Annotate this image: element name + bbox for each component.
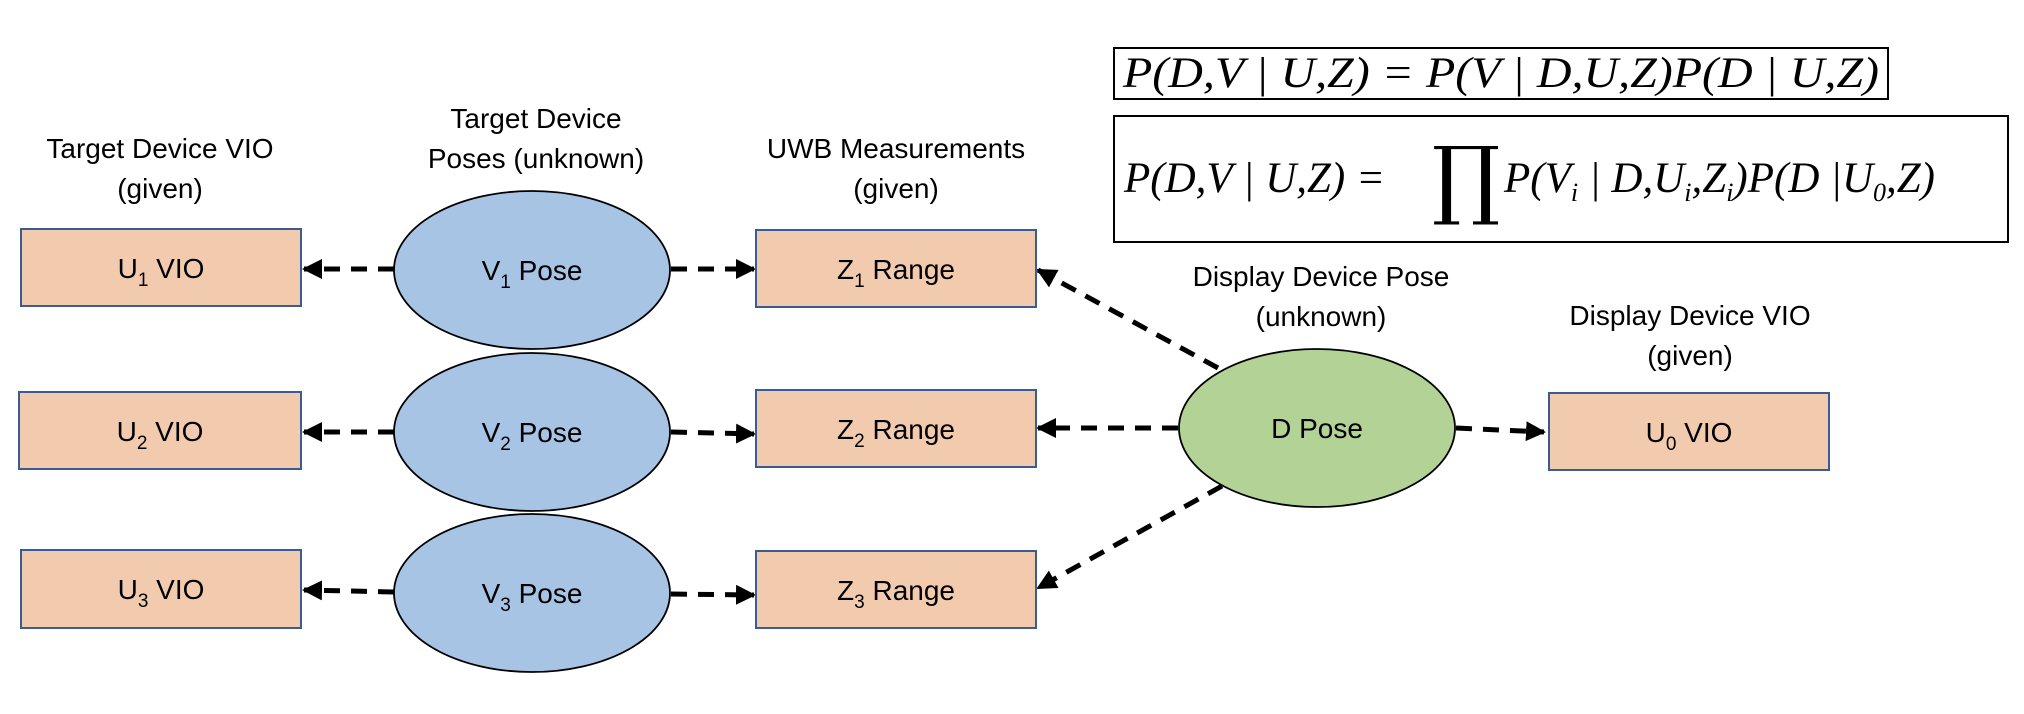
edge-v2-to-z2 xyxy=(670,423,756,444)
node-u2-label: U2 VIO xyxy=(117,416,204,454)
edge-d-to-z1 xyxy=(1036,267,1220,371)
node-u0-vio: U0 VIO xyxy=(1548,392,1830,471)
edge-v3-to-z3 xyxy=(670,584,756,605)
node-u3-vio: U3 VIO xyxy=(20,549,302,629)
header-target-vio-line1: Target Device VIO xyxy=(46,133,273,164)
edge-d-to-u0 xyxy=(1455,421,1546,442)
node-d-pose: D Pose xyxy=(1178,348,1456,508)
node-d-label: D Pose xyxy=(1271,413,1363,444)
node-z1-range: Z1 Range xyxy=(755,229,1037,308)
equation-2-lhs: P(D,V | U,Z) = xyxy=(1123,155,1385,202)
node-u1-vio: U1 VIO xyxy=(20,228,302,307)
node-z2-range: Z2 Range xyxy=(755,389,1037,468)
header-target-vio-line2: (given) xyxy=(117,173,203,204)
node-v2-pose: V2 Pose xyxy=(393,352,671,512)
node-u2-vio: U2 VIO xyxy=(18,391,302,470)
node-u3-label: U3 VIO xyxy=(118,574,205,612)
header-target-poses-line1: Target Device xyxy=(450,103,621,134)
edge-v3-to-u3 xyxy=(302,580,395,601)
equation-2: P(D,V | U,Z) = ∏ P(Vi | D,Ui,Zi)P(D |U0,… xyxy=(1113,115,2009,243)
header-display-vio-line2: (given) xyxy=(1647,340,1733,371)
node-z3-range: Z3 Range xyxy=(755,550,1037,629)
node-v3-pose: V3 Pose xyxy=(393,513,671,673)
equation-1: P(D,V | U,Z) = P(V | D,U,Z)P(D | U,Z) xyxy=(1113,47,1889,100)
node-u1-label: U1 VIO xyxy=(118,253,205,291)
node-z1-label: Z1 Range xyxy=(837,254,955,292)
node-v1-pose: V1 Pose xyxy=(393,190,671,350)
node-z2-label: Z2 Range xyxy=(837,414,955,452)
header-display-pose-line1: Display Device Pose xyxy=(1193,261,1450,292)
node-z3-label: Z3 Range xyxy=(837,575,955,613)
equation-1-text: P(D,V | U,Z) = P(V | D,U,Z)P(D | U,Z) xyxy=(1122,50,1879,97)
node-v3-label: V3 Pose xyxy=(482,578,583,616)
equation-2-rhs: P(Vi | D,Ui,Zi)P(D |U0,Z) xyxy=(1503,155,1935,207)
edge-d-to-z3 xyxy=(1036,483,1224,591)
node-v1-label: V1 Pose xyxy=(482,255,583,293)
node-u0-label: U0 VIO xyxy=(1646,417,1733,455)
header-display-pose-line2: (unknown) xyxy=(1256,301,1387,332)
header-uwb-line1: UWB Measurements xyxy=(767,133,1025,164)
header-target-poses-line2: Poses (unknown) xyxy=(428,143,644,174)
product-symbol: ∏ xyxy=(1432,129,1500,229)
node-v2-label: V2 Pose xyxy=(482,417,583,455)
header-display-vio-line1: Display Device VIO xyxy=(1569,300,1810,331)
header-uwb-line2: (given) xyxy=(853,173,939,204)
